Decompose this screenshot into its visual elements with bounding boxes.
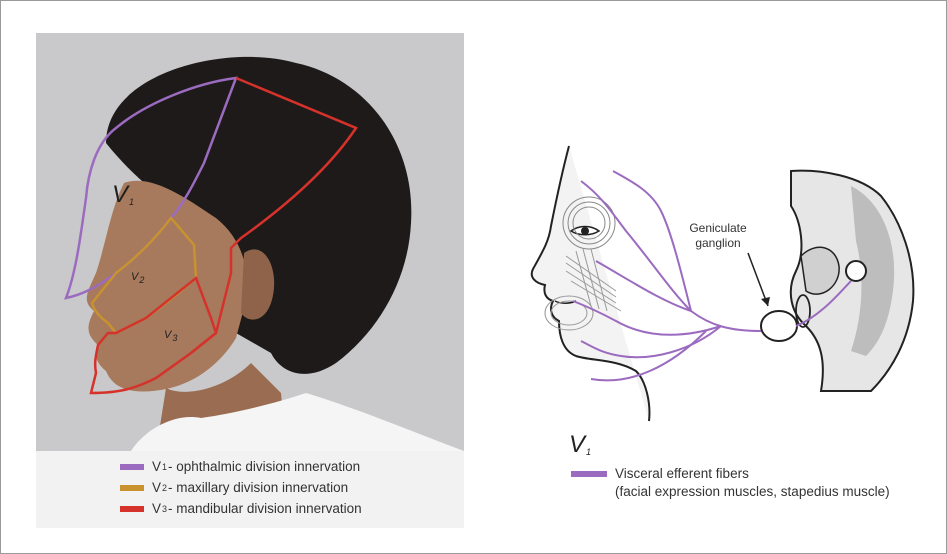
ganglion-arrowhead xyxy=(761,297,770,306)
drawing-v-label: V1 xyxy=(569,431,592,459)
stapedius-circle xyxy=(846,261,866,281)
head-illustration xyxy=(36,33,464,451)
division-legend: V1 - ophthalmic division innervation V2 … xyxy=(36,451,464,528)
swatch-v2 xyxy=(120,485,144,491)
geniculate-ganglion xyxy=(761,311,797,341)
ganglion-arrow xyxy=(748,253,768,306)
legend-item-v3: V3 - mandibular division innervation xyxy=(120,501,362,516)
fiber-legend-detail: (facial expression muscles, stapedius mu… xyxy=(571,483,890,501)
swatch-visceral xyxy=(571,471,607,477)
label-v2: V2 xyxy=(131,271,145,285)
face-profile xyxy=(532,146,650,421)
swatch-v3 xyxy=(120,506,144,512)
label-v3: V3 xyxy=(164,329,178,343)
label-v1: V1 xyxy=(112,181,135,209)
swatch-v1 xyxy=(120,464,144,470)
legend-item-v1: V1 - ophthalmic division innervation xyxy=(120,459,360,474)
iris xyxy=(581,227,589,235)
photo-panel: V1 V2 V3 V1 - ophthalmic division innerv… xyxy=(36,33,464,528)
fiber-legend: Visceral efferent fibers (facial express… xyxy=(571,465,890,501)
legend-item-v2: V2 - maxillary division innervation xyxy=(120,480,348,495)
fiber-legend-item: Visceral efferent fibers xyxy=(571,465,890,483)
ganglion-label: Geniculate ganglion xyxy=(673,221,763,251)
nerve-drawing xyxy=(521,141,926,431)
